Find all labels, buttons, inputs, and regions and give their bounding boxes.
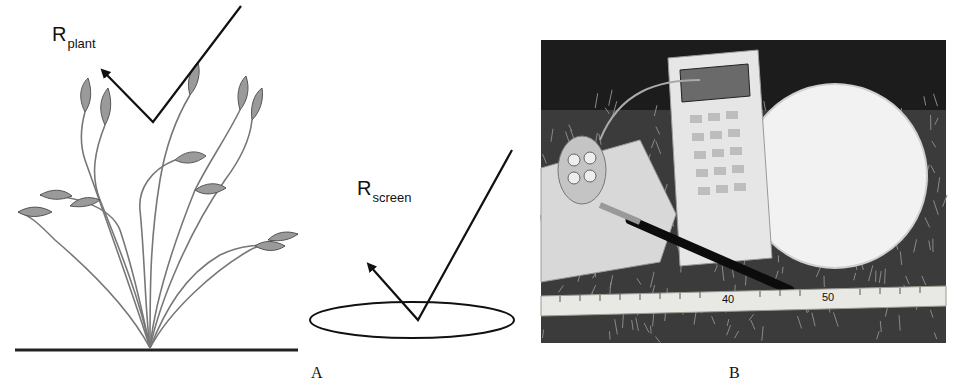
photograph (541, 40, 947, 343)
grass-blade (824, 276, 825, 287)
grass-blade (812, 313, 815, 327)
grass-blade (637, 278, 641, 284)
grass-blade (816, 267, 820, 277)
grass-blade (914, 239, 917, 252)
grass-blade (938, 177, 940, 192)
grass-blade (655, 337, 660, 343)
grass-blade (931, 165, 935, 173)
grass-blade (712, 316, 715, 324)
panel-letter: B (729, 365, 740, 381)
grass-blade (644, 323, 649, 333)
reference-screen (310, 302, 514, 338)
grass-blade (749, 314, 754, 320)
grass-blade (869, 265, 873, 281)
grass-blade (884, 269, 886, 284)
grass-blade (934, 333, 936, 340)
reflectance-symbol: R (52, 24, 66, 44)
grass-blade (636, 318, 639, 331)
grass-blade (656, 127, 660, 135)
grass-blade (650, 326, 652, 334)
grass-blade (924, 96, 926, 105)
panel-letter: A (311, 365, 323, 381)
reflection-arrow (370, 150, 512, 320)
grass-blade (762, 326, 763, 340)
grass-blade (778, 255, 779, 262)
grass-blade (722, 266, 724, 281)
grass-blade (935, 118, 938, 125)
grass-blade (735, 331, 739, 338)
grass-blade (875, 271, 876, 282)
grass-blade (622, 314, 624, 328)
meter-device (668, 50, 772, 266)
reflectance-subscript: screen (372, 191, 411, 204)
grass-blade (543, 329, 544, 338)
grass-blade (727, 319, 729, 326)
grass-blade (715, 265, 718, 272)
grass-blade (656, 141, 661, 154)
tape-number: 50 (822, 292, 834, 303)
grass-blade (764, 101, 766, 111)
grass-blade (782, 267, 784, 274)
grass-blade (934, 200, 939, 215)
grass-blade (922, 276, 926, 285)
grass-blade (569, 125, 572, 132)
grass-blade (751, 320, 755, 330)
grass-blade (610, 275, 613, 288)
grass-blade (854, 273, 856, 280)
grass-blade (877, 331, 880, 339)
grass-blade (932, 141, 936, 147)
grass-blade (906, 276, 910, 284)
grass-blade (551, 129, 553, 142)
grass-blade (834, 312, 839, 326)
reflectance-subscript: plant (67, 37, 95, 50)
grass-blade (595, 93, 598, 108)
grass-blade (925, 218, 930, 228)
grass-blade (651, 272, 655, 288)
grass-blade (654, 105, 657, 116)
grass-blade (930, 115, 931, 130)
grass-blade (798, 316, 802, 328)
grass-blade (880, 321, 881, 332)
grass-blade (943, 195, 948, 207)
grass-blade (899, 315, 900, 331)
grass-blade (900, 252, 901, 265)
grass-blade (615, 319, 618, 334)
grass-blade (934, 94, 938, 106)
grass-blade (932, 239, 933, 252)
grass-blade (609, 331, 611, 339)
grass-blade (651, 139, 654, 148)
reflectance-symbol: R (357, 178, 371, 198)
grass-blade (879, 271, 881, 283)
grass-blade (929, 241, 931, 250)
tape-measure (541, 286, 946, 316)
grass-blade (727, 325, 731, 335)
grass-blade (559, 285, 564, 292)
tape-number: 40 (722, 294, 734, 305)
probe-wand (630, 220, 790, 290)
grass-blade (605, 108, 609, 114)
grass-blade (609, 90, 612, 106)
plant-leaves (18, 62, 298, 251)
reflection-arrow (104, 6, 241, 122)
grass-blade (632, 320, 633, 330)
grass-blade (543, 154, 547, 163)
plant-drawing (15, 95, 298, 350)
grass-blade (930, 310, 933, 318)
